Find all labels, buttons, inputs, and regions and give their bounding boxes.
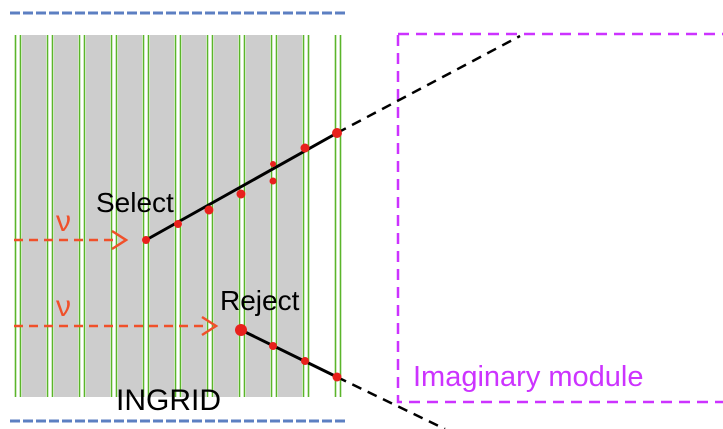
- hit-point: [269, 342, 277, 350]
- iron-plate: [278, 35, 302, 397]
- hit-point: [236, 189, 246, 199]
- neutrino-arrow-top: [14, 229, 129, 251]
- ingrid-label: INGRID: [116, 384, 221, 417]
- iron-plate: [54, 35, 78, 397]
- iron-plate: [86, 35, 110, 397]
- iron-plate: [214, 35, 238, 397]
- iron-plate: [22, 35, 46, 397]
- hit-point: [142, 236, 150, 244]
- scintillator-plane: [206, 35, 214, 397]
- neutrino-symbol-bottom: ν: [56, 290, 71, 323]
- scintillator-plane: [78, 35, 86, 397]
- hit-point: [301, 357, 309, 365]
- hit-point: [332, 128, 342, 138]
- scintillator-plane: [270, 35, 278, 397]
- hit-point: [300, 143, 310, 153]
- hit-point: [174, 220, 182, 228]
- imaginary-module-label: Imaginary module: [413, 361, 644, 393]
- neutrino-symbol-top: ν: [56, 205, 71, 238]
- iron-plate: [118, 35, 142, 397]
- scintillator-plane: [142, 35, 150, 397]
- neutrino-arrow-bottom: [14, 315, 219, 337]
- rejected-track: [240, 328, 446, 429]
- select-label: Select: [96, 187, 174, 218]
- scintillator-plane: [110, 35, 118, 397]
- imaginary-module-box: [396, 32, 723, 404]
- hit-point: [204, 205, 214, 215]
- hit-point: [270, 161, 276, 167]
- scintillator-plane: [14, 35, 22, 397]
- iron-plate: [182, 35, 206, 397]
- scintillator-plane: [302, 35, 310, 397]
- reject-label: Reject: [220, 285, 300, 316]
- hit-point: [235, 324, 247, 336]
- scintillator-plane: [238, 35, 246, 397]
- hit-point: [269, 177, 277, 185]
- scintillator-planes: [14, 35, 342, 397]
- hit-point: [332, 372, 342, 382]
- iron-plates: [22, 35, 302, 397]
- scintillator-plane: [46, 35, 54, 397]
- iron-plate: [150, 35, 174, 397]
- track-hits: [142, 128, 342, 382]
- scintillator-plane: [334, 35, 342, 397]
- scintillator-plane: [174, 35, 182, 397]
